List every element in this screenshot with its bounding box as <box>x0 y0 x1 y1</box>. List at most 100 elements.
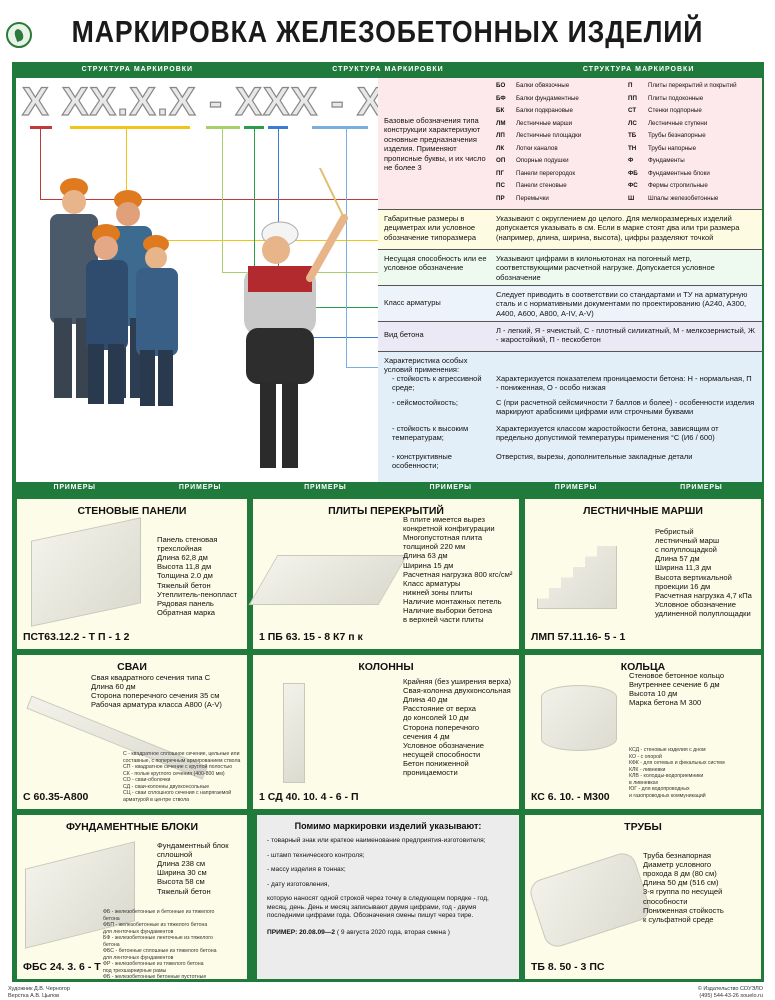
note-line: для ленточных фундаментов <box>103 928 174 935</box>
note-line: бетона <box>103 941 120 948</box>
concrete-type-row: Вид бетона Л - легкий, Я - ячеистый, С -… <box>378 322 762 352</box>
feature-line: Рабочая арматура класса А800 (A-V) <box>91 700 222 710</box>
abbreviation-item: ПГ Панели перегородок <box>496 170 575 178</box>
abbreviation-meaning: Балки фундаментные <box>516 94 579 102</box>
feature-line: Тяжелый бетон <box>157 580 211 590</box>
special-condition-text: Характеризуется классом жаростойкости бе… <box>496 424 719 443</box>
feature-line: конкретной конфигурации <box>403 524 495 534</box>
abbreviation-meaning: Лестничные марши <box>516 119 573 127</box>
abbreviation-meaning: Балки обвязочные <box>516 82 570 89</box>
feature-line: Длина 50 дм (516 см) <box>643 878 719 888</box>
note-line: СЦ - сваи сплошного сечения с напрягаемо… <box>123 790 232 796</box>
feature-line: прохода 8 дм (80 см) <box>643 869 717 879</box>
note-line: бетона <box>103 915 120 922</box>
info-example-value: 20.08.09—2 <box>299 928 336 936</box>
engineer-woman-icon <box>244 168 348 468</box>
feature-line: Тяжелый бетон <box>157 886 211 896</box>
feature-line: Расчетная нагрузка 800 кгс/см² <box>403 569 513 579</box>
feature-line: в верхней части плиты <box>403 615 484 625</box>
feature-line: Сторона поперечного <box>403 722 480 732</box>
abbreviation-code: П <box>628 82 633 89</box>
info-item: - штамп технического контроля; <box>267 851 365 859</box>
abbreviation-meaning: Фундаментные блоки <box>648 169 710 177</box>
note-line: под трехшарнирные рамы <box>103 967 167 974</box>
reinforcement-label: Класс арматуры <box>384 298 441 307</box>
feature-line: сплошной <box>157 850 193 860</box>
section-mark: ФБС 24. 3. 6 - Т <box>23 961 101 973</box>
feature-line: Ребристый <box>655 527 694 536</box>
feature-line: Наличие выборки бетона <box>403 606 493 616</box>
reinforcement-text: Следует приводить в соответствии со стан… <box>496 290 748 318</box>
abbreviation-item: П Плиты перекрытий и покрытий <box>628 82 737 90</box>
abbreviation-meaning: Панели перегородок <box>516 169 576 177</box>
examples-label: ПРИМЕРЫ <box>680 484 723 491</box>
note-line: КФК - для сетевых и фекальных систем <box>629 760 725 766</box>
feature-line: Утеплитель-пенопласт <box>157 589 238 599</box>
section-mark: КС 6. 10. - М300 <box>531 791 610 803</box>
floor-slab-image <box>248 555 408 605</box>
note-line: КО - с опорой <box>629 753 662 760</box>
feature-line: Бетон пониженной <box>403 758 469 768</box>
footer: Художник Д.В. Черногор Верстка А.В. Цыпо… <box>0 984 775 1000</box>
feature-line: Длина 57 дм <box>655 554 700 564</box>
feature-line: к сульфатной среде <box>643 914 714 924</box>
note-line: ФР - железобетонные из тяжелого бетона <box>103 961 204 967</box>
note-line: СО - сваи-оболочки <box>123 777 171 783</box>
abbreviation-meaning: Плиты перекрытий и покрытий <box>648 82 737 89</box>
footer-layout: Верстка А.В. Цыпов <box>8 993 60 999</box>
note-line: ФБ - железобетонные и бетонные из тяжело… <box>103 909 215 915</box>
footer-contacts: (495) 544-43-26 souelo.ru <box>699 993 763 999</box>
info-title: Помимо маркировки изделий указывают: <box>294 821 482 831</box>
feature-line: Наличие монтажных петель <box>403 596 502 606</box>
abbreviation-item: Ш Шпалы железобетонные <box>628 195 718 203</box>
note-line: ФБС - бетонные сплошные из тяжелого бето… <box>103 948 217 954</box>
special-condition-name: - стойкость к высоким температурам; <box>392 424 469 443</box>
special-condition-name: - стойкость к агрессивной среде; <box>392 374 482 393</box>
section-title: ФУНДАМЕНТНЫЕ БЛОКИ <box>65 821 199 833</box>
abbreviation-code: Ш <box>628 194 635 202</box>
note-line: БФ - железобетонные ленточные из тяжелог… <box>103 935 213 941</box>
feature-line: 3-я группа по несущей <box>643 887 723 897</box>
feature-line: Ширина 15 дм <box>403 560 454 570</box>
section-mark: ТБ 8. 50 - 3 ПС <box>531 961 605 973</box>
abbreviation-code: ПГ <box>496 169 504 177</box>
examples-label: ПРИМЕРЫ <box>53 484 96 491</box>
note-line: СК - полые круглого сечения (400-800 мм) <box>123 770 225 777</box>
abbreviation-code: ЛМ <box>496 119 506 127</box>
abbreviation-code: БК <box>496 107 505 114</box>
wall-panel-image <box>31 517 141 627</box>
abbreviation-meaning: Шпалы железобетонные <box>648 194 719 202</box>
examples-label: ПРИМЕРЫ <box>304 484 347 491</box>
feature-line: Многопустотная плита <box>403 533 483 543</box>
abbreviation-meaning: Фундаменты <box>648 157 685 164</box>
feature-line: Панель стеновая <box>157 535 218 544</box>
abbreviation-code: ТН <box>628 144 637 152</box>
load-capacity-row: Несущая способность или ее условное обоз… <box>378 250 762 286</box>
feature-line: с полуплощадкой <box>655 545 717 555</box>
dimensions-label: Габаритные размеры в дециметрах или усло… <box>384 214 477 242</box>
abbreviation-code: ОП <box>496 157 506 164</box>
section-title: ПЛИТЫ ПЕРЕКРЫТИЙ <box>328 505 444 517</box>
special-conditions-label: Характеристика особых условий применения… <box>384 356 468 375</box>
worker-group-icon <box>50 178 178 406</box>
abbreviation-meaning: Стенки подпорные <box>648 107 702 114</box>
info-item: - массу изделия в тоннах; <box>267 866 346 874</box>
section-title: СВАИ <box>117 661 147 673</box>
feature-line: Расстояние от верха <box>403 704 477 714</box>
info-item: - дату изготовления, <box>267 880 330 888</box>
note-line: для ленточных фундаментов <box>103 954 174 961</box>
feature-line: Длина 62,8 дм <box>157 553 208 563</box>
header: МАРКИРОВКА ЖЕЛЕЗОБЕТОННЫХ ИЗДЕЛИЙ <box>0 0 775 62</box>
section-mark: ЛМП 57.11.16- 5 - 1 <box>531 631 626 643</box>
section-mark: 1 ПБ 63. 15 - 8 К7 п к <box>259 631 363 643</box>
feature-line: лестничный марш <box>655 536 720 546</box>
feature-line: Обратная марка <box>157 607 216 617</box>
special-condition-text: Отверстия, вырезы, дополнительные заклад… <box>496 452 693 461</box>
